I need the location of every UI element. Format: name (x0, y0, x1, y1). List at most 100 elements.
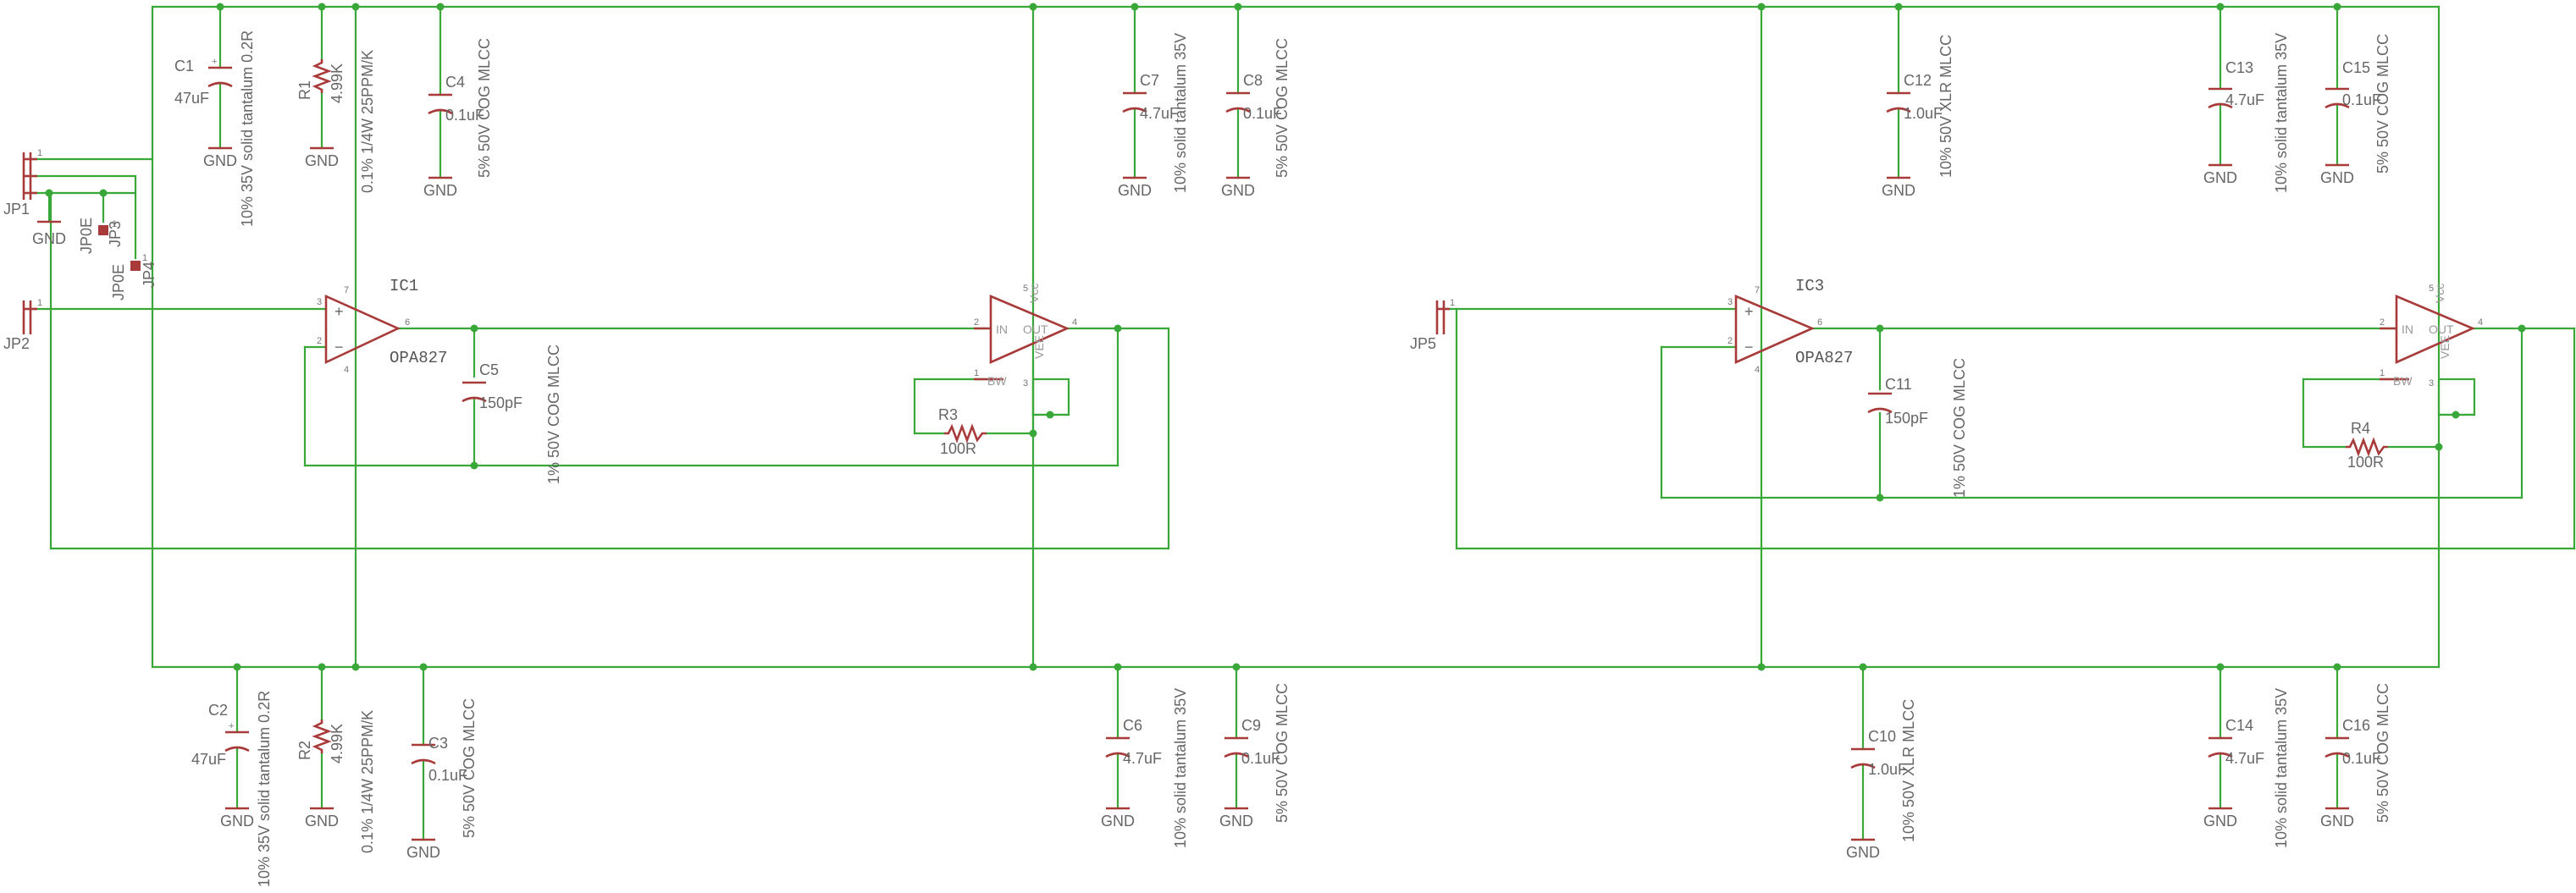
svg-text:5% 50V COG MLCC: 5% 50V COG MLCC (1274, 38, 1291, 178)
svg-text:10% 35V solid tantalum 0.2R: 10% 35V solid tantalum 0.2R (256, 691, 273, 887)
opamp-ic3[interactable]: + − 3 2 6 7 4 IC3 OPA827 (1727, 277, 1853, 375)
resistor-r4[interactable]: R4 100R (2346, 420, 2388, 471)
junction (470, 461, 478, 470)
junction (318, 3, 326, 11)
svg-text:C10: C10 (1868, 728, 1896, 745)
junction (436, 3, 445, 11)
svg-text:6: 6 (1817, 317, 1822, 328)
buffer-1[interactable]: IN OUT BW Vcc VEE 2 4 1 5 3 (974, 284, 1077, 389)
svg-text:0.1uF: 0.1uF (1243, 105, 1282, 122)
capacitor-c6[interactable]: C6 4.7uF 10% solid tantalum 35V (1105, 688, 1189, 848)
svg-text:1: 1 (37, 148, 42, 158)
svg-text:3: 3 (2429, 378, 2434, 389)
gnd-symbol: GND (1219, 807, 1253, 830)
gnd-symbol: GND (2203, 807, 2237, 830)
gnd-symbol: GND (220, 807, 254, 830)
connector-jp2[interactable]: 1 JP2 (3, 298, 42, 352)
svg-text:GND: GND (2320, 169, 2354, 186)
svg-text:GND: GND (305, 813, 339, 830)
capacitor-c14[interactable]: C14 4.7uF 10% solid tantalum 35V (2208, 688, 2290, 848)
buffer-2[interactable]: IN OUT BW Vcc VEE 2 4 1 5 3 (2380, 284, 2483, 389)
svg-text:GND: GND (423, 182, 457, 199)
junction (2333, 663, 2341, 671)
svg-text:47uF: 47uF (174, 90, 209, 107)
opamp-ic1[interactable]: + − 3 2 6 7 4 IC1 OPA827 (317, 277, 447, 375)
capacitor-c10[interactable]: C10 1.0uF 10% 50V XLR MLCC (1850, 699, 1917, 842)
gnd-symbol: GND (423, 176, 457, 199)
svg-text:C13: C13 (2225, 59, 2253, 76)
svg-text:GND: GND (1219, 813, 1253, 830)
capacitor-c13[interactable]: C13 4.7uF 10% solid tantalum 35V (2208, 33, 2290, 193)
svg-text:GND: GND (220, 813, 254, 830)
svg-text:4.99K: 4.99K (329, 724, 345, 763)
svg-text:2: 2 (974, 317, 979, 328)
gnd-symbols: GND GND GND GND GND GND GND GND GND GND … (32, 146, 2354, 861)
capacitor-c3[interactable]: C3 0.1uF 5% 50V COG MLCC (411, 698, 478, 838)
capacitor-c7[interactable]: C7 4.7uF 10% solid tantalum 35V (1122, 33, 1189, 193)
svg-text:3: 3 (1727, 297, 1733, 307)
svg-text:4: 4 (1755, 365, 1760, 375)
svg-text:C15: C15 (2342, 59, 2370, 76)
svg-text:C12: C12 (1904, 72, 1932, 89)
svg-text:4.7uF: 4.7uF (1140, 105, 1179, 122)
svg-text:+: + (334, 303, 344, 320)
junction (1859, 663, 1867, 671)
gnd-symbol: GND (1101, 807, 1135, 830)
svg-text:GND: GND (1221, 182, 1255, 199)
junction (1232, 663, 1241, 671)
resistor-r3[interactable]: R3 100R (938, 406, 987, 457)
svg-text:150pF: 150pF (1885, 410, 1928, 427)
capacitor-c1[interactable]: + C1 47uF 10% 35V solid tantalum 0.2R (174, 30, 256, 227)
capacitor-c16[interactable]: C16 0.1uF 5% 50V COG MLCC (2324, 683, 2391, 823)
svg-text:C5: C5 (479, 361, 499, 378)
junction (1876, 324, 1884, 333)
junction (1234, 3, 1242, 11)
junction (233, 663, 241, 671)
svg-text:1.0uF: 1.0uF (1868, 761, 1907, 778)
svg-text:GND: GND (32, 230, 66, 247)
junction (2518, 324, 2526, 333)
svg-text:C4: C4 (445, 74, 465, 91)
svg-text:C8: C8 (1243, 72, 1263, 89)
svg-text:1: 1 (1450, 298, 1455, 308)
jumper-jp4[interactable]: 1 JP4 JP0E (110, 253, 158, 300)
capacitor-c2[interactable]: + C2 47uF 10% 35V solid tantalum 0.2R (191, 691, 273, 887)
svg-text:10% solid tantalum 35V: 10% solid tantalum 35V (2273, 688, 2290, 848)
connector-jp5[interactable]: 1 JP5 (1410, 298, 1455, 352)
svg-text:R4: R4 (2351, 420, 2370, 437)
svg-text:2: 2 (317, 336, 322, 346)
junction (1029, 663, 1037, 671)
svg-text:1% 50V COG MLCC: 1% 50V COG MLCC (545, 345, 562, 484)
capacitor-c4[interactable]: C4 0.1uF 5% 50V COG MLCC (428, 38, 493, 178)
capacitor-c15[interactable]: C15 0.1uF 5% 50V COG MLCC (2324, 34, 2391, 174)
svg-text:Vcc: Vcc (1027, 284, 1041, 303)
gnd-symbol: GND (1221, 176, 1255, 199)
junction (1114, 663, 1122, 671)
svg-text:100R: 100R (940, 440, 976, 457)
svg-text:100R: 100R (2347, 454, 2384, 471)
resistor-r1[interactable]: R1 4.99K 0.1% 1/4W 25PPM/K (296, 50, 376, 193)
capacitor-c9[interactable]: C9 0.1uF 5% 50V COG MLCC (1224, 683, 1291, 823)
svg-text:IN: IN (996, 322, 1008, 336)
svg-text:10% solid tantalum 35V: 10% solid tantalum 35V (1172, 688, 1189, 848)
capacitor-c5[interactable]: C5 150pF 1% 50V COG MLCC (462, 345, 562, 484)
svg-text:GND: GND (2203, 169, 2237, 186)
svg-text:C11: C11 (1885, 376, 1912, 393)
connector-jp1[interactable]: 1 JP1 (3, 148, 42, 218)
svg-text:2: 2 (1727, 336, 1733, 346)
svg-text:C1: C1 (174, 58, 194, 74)
resistor-r2[interactable]: R2 4.99K 0.1% 1/4W 25PPM/K (296, 710, 376, 853)
svg-text:3: 3 (1023, 378, 1028, 389)
svg-text:C9: C9 (1241, 717, 1261, 734)
capacitor-c12[interactable]: C12 1.0uF 10% 50V XLR MLCC (1886, 35, 1954, 178)
svg-text:1: 1 (2380, 368, 2385, 378)
svg-text:5: 5 (1023, 284, 1028, 294)
capacitor-c11[interactable]: C11 150pF 1% 50V COG MLCC (1867, 358, 1968, 498)
svg-text:C7: C7 (1140, 72, 1159, 89)
capacitor-c8[interactable]: C8 0.1uF 5% 50V COG MLCC (1225, 38, 1291, 178)
wires (32, 5, 2576, 841)
svg-text:GND: GND (203, 152, 237, 169)
svg-text:C6: C6 (1123, 717, 1142, 734)
jumper-jp3[interactable]: 1 JP3 JP0E (78, 218, 124, 254)
